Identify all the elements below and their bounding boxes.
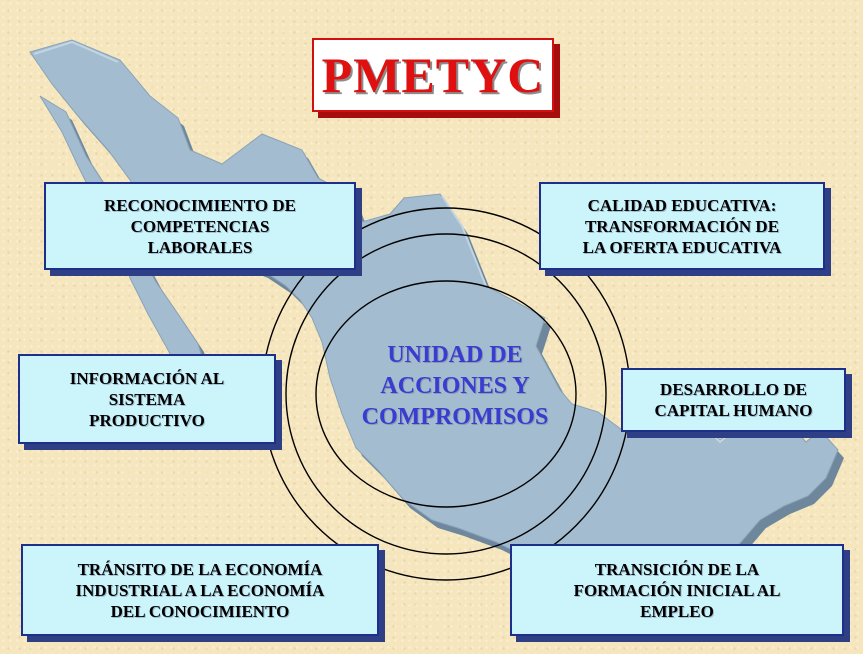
box-calidad-line1: CALIDAD EDUCATIVA: <box>587 195 777 215</box>
inner-ring <box>315 280 577 508</box>
box-informacion-line1: INFORMACIÓN AL <box>69 368 225 388</box>
box-reconocimiento-line3: LABORALES <box>147 237 253 257</box>
box-transicion-line1: TRANSICIÓN DE LA <box>594 559 760 579</box>
middle-ring <box>285 233 607 555</box>
center-label-line3: COMPROMISOS <box>361 404 549 430</box>
box-transito-line1: TRÁNSITO DE LA ECONOMÍA <box>77 559 323 579</box>
box-transicion: TRANSICIÓN DE LA FORMACIÓN INICIAL AL EM… <box>510 544 844 636</box>
box-transicion-line2: FORMACIÓN INICIAL AL <box>573 580 781 600</box>
box-desarrollo-line1: DESARROLLO DE <box>660 380 807 399</box>
box-calidad-line2: TRANSFORMACIÓN DE <box>584 216 780 236</box>
box-reconocimiento-line2: COMPETENCIAS <box>130 216 270 236</box>
center-label-line2: ACCIONES Y <box>380 373 530 399</box>
box-informacion-line2: SISTEMA <box>108 389 186 409</box>
box-desarrollo: DESARROLLO DE CAPITAL HUMANO <box>621 368 846 432</box>
box-reconocimiento: RECONOCIMIENTO DE COMPETENCIAS LABORALES <box>44 182 356 270</box>
box-transito-line3: DEL CONOCIMIENTO <box>110 601 290 621</box>
box-transito-line2: INDUSTRIAL A LA ECONOMÍA <box>75 580 325 600</box>
box-calidad-line3: LA OFERTA EDUCATIVA <box>582 237 782 257</box>
center-label-line1: UNIDAD DE <box>387 342 523 368</box>
box-transicion-line3: EMPLEO <box>640 601 714 621</box>
box-desarrollo-line2: CAPITAL HUMANO <box>654 401 813 420</box>
box-informacion: INFORMACIÓN AL SISTEMA PRODUCTIVO <box>18 354 276 444</box>
box-transito: TRÁNSITO DE LA ECONOMÍA INDUSTRIAL A LA … <box>21 544 379 636</box>
title-text: PMETYC <box>321 47 545 103</box>
box-calidad: CALIDAD EDUCATIVA: TRANSFORMACIÓN DE LA … <box>539 182 825 270</box>
box-reconocimiento-line1: RECONOCIMIENTO DE <box>104 195 296 215</box>
box-informacion-line3: PRODUCTIVO <box>89 410 205 430</box>
title-box: PMETYC <box>312 38 554 112</box>
center-label: UNIDAD DE ACCIONES Y COMPROMISOS <box>345 340 565 433</box>
